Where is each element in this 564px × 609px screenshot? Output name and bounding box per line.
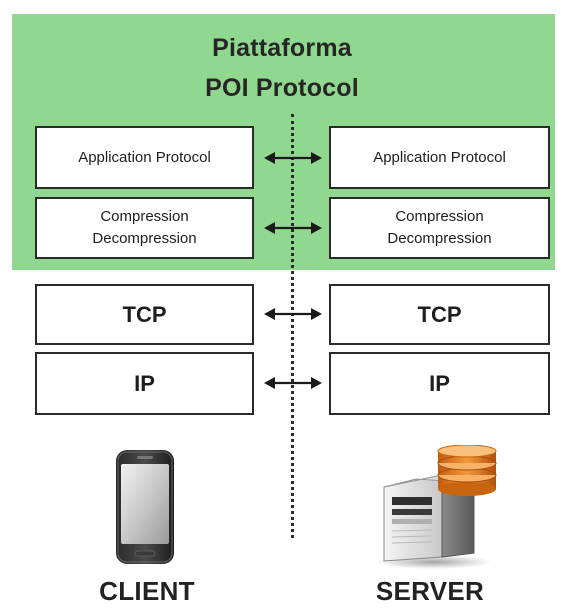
client-ip-label: IP (134, 370, 155, 396)
server-compression-box: Compression Decompression (329, 197, 550, 259)
server-ip-box: IP (329, 352, 550, 415)
server-with-database-icon (376, 445, 497, 569)
server-label: SERVER (375, 576, 485, 606)
server-ip-label: IP (429, 370, 450, 396)
diagram-title-line2: POI Protocol (205, 74, 359, 102)
smartphone-icon (116, 450, 174, 564)
client-tcp-label: TCP (122, 301, 167, 327)
diagram-title-line1: Piattaforma (212, 34, 352, 62)
double-arrow-icon (264, 222, 322, 234)
server-decompression-label: Decompression (387, 230, 492, 247)
double-arrow-icon (264, 152, 322, 164)
network-divider-line (291, 114, 294, 538)
client-compression-label: Compression (100, 208, 189, 225)
client-tcp-box: TCP (35, 284, 254, 345)
server-application-protocol-box: Application Protocol (329, 126, 550, 189)
client-label: CLIENT (99, 576, 195, 606)
double-arrow-icon (264, 377, 322, 389)
server-tcp-box: TCP (329, 284, 550, 345)
server-application-protocol-label: Application Protocol (373, 148, 506, 166)
client-compression-box: Compression Decompression (35, 197, 254, 259)
client-application-protocol-box: Application Protocol (35, 126, 254, 189)
double-arrow-icon (264, 308, 322, 320)
client-application-protocol-label: Application Protocol (78, 148, 211, 166)
client-decompression-label: Decompression (92, 230, 197, 247)
server-tcp-label: TCP (417, 301, 462, 327)
server-compression-label: Compression (395, 208, 484, 225)
client-ip-box: IP (35, 352, 254, 415)
